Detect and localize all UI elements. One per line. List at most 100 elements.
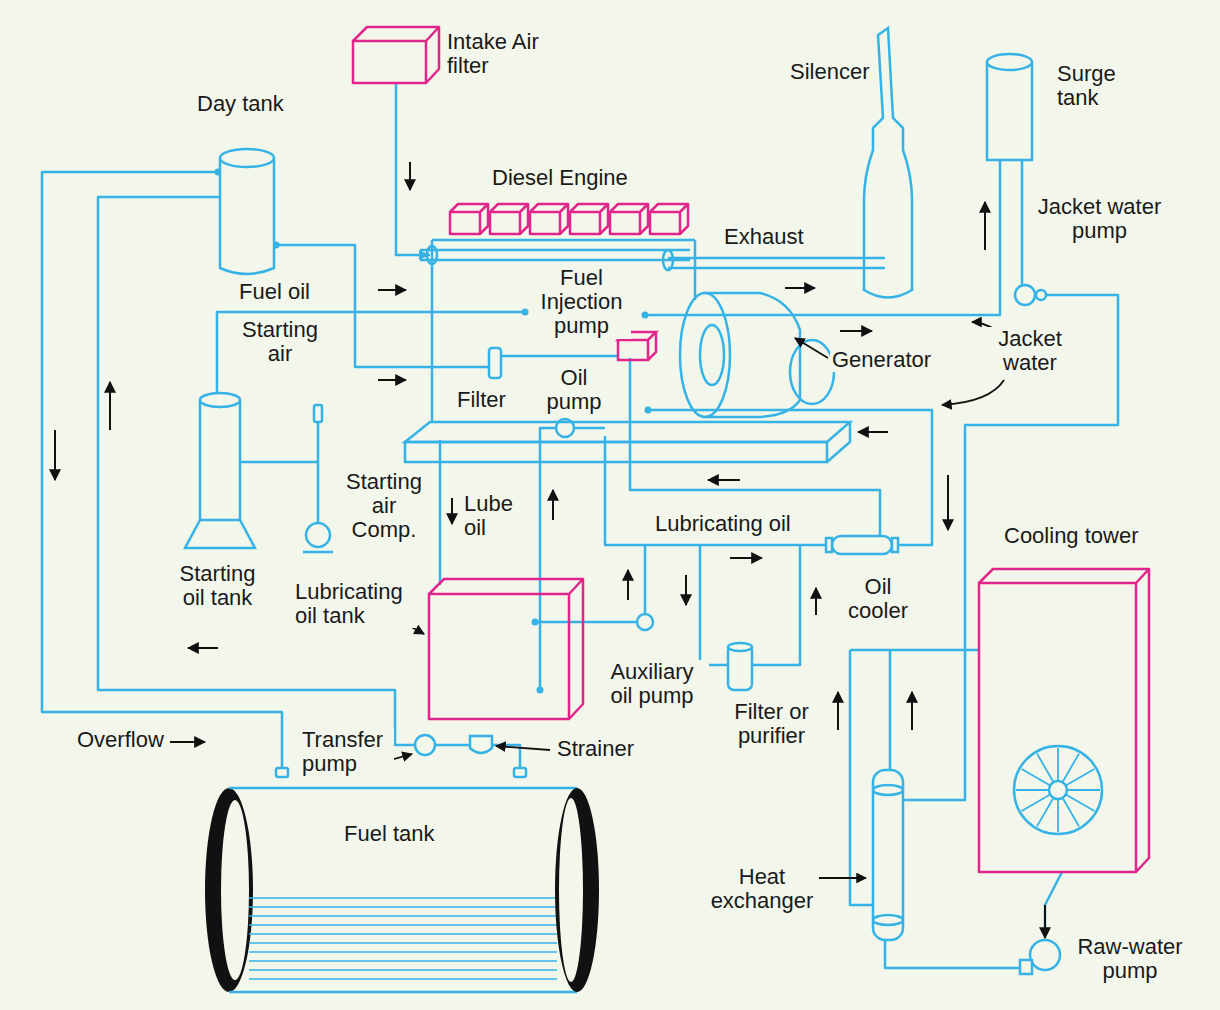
cooling-tower-box-outline-part [1063,798,1080,827]
leader-lines-part [496,746,550,750]
node-label: Cooling tower [1002,524,1141,548]
engine-frame [405,240,885,462]
pipe-lines-part [501,355,618,358]
engine-block-outline-part [530,204,568,234]
cooling-tower-box-outline-part [1063,754,1080,783]
cooling-tower-box-outline-part [1037,754,1054,783]
part-label: Starting air Comp. [338,470,430,543]
plant-equipment-part [1030,940,1060,970]
fuel-tank-shape-outline-part [555,788,599,992]
pipe-lines-part [850,649,890,652]
plant-equipment-part [1036,290,1046,300]
cooling-tower-box-outline-part [1022,769,1051,786]
fuel-tank-shape-outline-part [249,942,557,944]
engine-frame-part [694,240,697,300]
flow-arrows-part [815,588,817,615]
part-label: Raw-water pump [1068,935,1192,983]
part-label: Generator [830,348,933,372]
cooling-tower-box-outline-part [1037,798,1054,827]
engine-frame-part [705,293,800,417]
fuel-tank-shape-outline-part [249,924,557,926]
flow-arrows-part [627,570,629,600]
pipe-joints-part [522,309,529,316]
pipe-lines-part [630,358,880,536]
part-label: Day tank [195,92,286,116]
air-filter-box: Intake Air filter [352,26,440,84]
flow-arrows-part [708,479,740,481]
part-label: Jacket water pump [1035,195,1164,243]
engine-block: Diesel Engine [430,198,695,258]
pipe-joints-part [642,312,649,319]
air-filter-box-outline [352,26,440,84]
part-label: Auxiliary oil pump [595,660,709,708]
flow-arrows-part [109,382,111,430]
cooling-tower-box: Cooling tower [978,568,1150,873]
oil-tank-box: Lubricating oil tank [428,578,584,720]
engine-frame-part [700,325,724,385]
flow-arrows-part [984,202,986,250]
plant-equipment-part [987,54,1032,70]
flow-arrows-part [837,692,839,730]
part-label: Surge tank [1055,62,1129,110]
fuel-tank-shape-outline-part [229,788,577,992]
part-label: Lubricating oil [653,512,793,536]
pipe-lines-part [540,428,556,690]
node-label: Lubricating oil tank [293,580,417,628]
fuel-tank-shape: Fuel tank [205,778,600,1000]
engine-frame-part [420,249,690,252]
engine-frame-part [668,257,885,260]
plant-equipment-part [987,62,1032,160]
part-label: Filter or purifier [722,700,821,748]
part-label: Exhaust [722,225,806,249]
pipe-lines-part [605,436,832,545]
pipe-lines-part [700,545,728,665]
engine-frame-part [790,340,834,404]
cooling-tower-box-outline-part [1057,748,1059,781]
pipe-joints-part [645,407,652,414]
cooling-tower-box-outline-part [1016,789,1049,791]
fuel-tank-shape-outline-part [205,788,253,992]
cooling-tower-box-outline-part [1057,799,1059,832]
node-label: Intake Air filter [445,30,549,78]
part-label: Lube oil [462,492,521,540]
pipe-lines-part [885,940,1030,968]
engine-frame-part [680,293,730,417]
part-label: Fuel Injection pump [532,266,631,339]
engine-frame-part [431,240,434,422]
part-label: Transfer pump [300,728,394,776]
plant-equipment-part [728,643,752,651]
fuel-tank-shape-outline-part [249,978,557,980]
engine-frame-part [663,250,673,270]
engine-block-outline [430,198,695,258]
pipe-lines-part [217,312,525,398]
engine-block-outline-part [490,204,528,234]
fuel-tank-shape-outline-part [249,906,557,908]
fuel-tank-shape-outline-part [249,960,557,962]
oil-tank-box-outline-part [429,579,583,719]
plant-equipment-part [892,538,898,552]
plant-equipment-part [415,735,435,755]
plant-equipment-part [306,523,330,547]
plant-equipment-part [470,736,492,753]
fuel-tank-shape-outline-part [249,951,557,953]
pipe-lines-part [535,621,637,624]
cooling-tower-box-outline [978,568,1150,873]
plant-equipment-part [873,915,903,925]
flow-arrows-part [947,475,949,530]
flow-arrows-part [685,575,687,605]
plant-equipment [185,28,1060,974]
engine-frame-part [668,267,885,270]
plant-equipment-part [832,536,892,554]
part-label: Oil cooler [843,575,913,623]
pipe-joints-part [537,687,544,694]
flow-arrows-part [858,431,888,433]
fuel-tank-shape-outline-part [249,897,557,899]
connector-line [396,84,430,255]
plant-equipment-part [514,768,526,777]
plant-equipment-part [637,614,653,630]
node-label: Diesel Engine [490,166,630,190]
pipe-lines-part [890,650,978,770]
cooling-tower-box-outline-part [1022,795,1051,812]
cooling-tower-box-outline-part [1066,769,1095,786]
plant-equipment-part [873,785,903,795]
